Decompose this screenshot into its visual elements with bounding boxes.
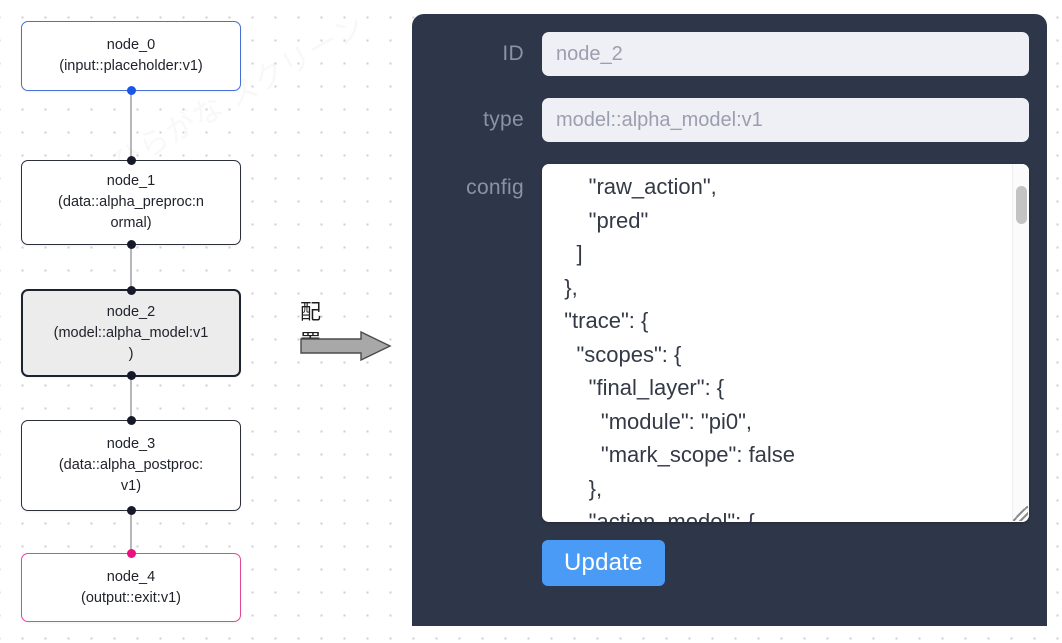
node-handle-top[interactable] <box>126 156 136 165</box>
type-input[interactable] <box>542 98 1029 142</box>
node-handle-top[interactable] <box>126 549 136 558</box>
edge-node3-node4 <box>130 511 132 553</box>
node-handle-bottom[interactable] <box>126 371 136 380</box>
node-label: node_0 (input::placeholder:v1) <box>59 37 203 74</box>
resize-handle-icon[interactable] <box>1013 506 1028 521</box>
config-scrollbar[interactable] <box>1012 164 1029 522</box>
graph-node-node_1[interactable]: node_1 (data::alpha_preproc:n ormal) <box>21 156 241 249</box>
node-config-panel: ID type config "raw_action", "pred" ] },… <box>412 14 1047 626</box>
config-textarea-wrapper: "raw_action", "pred" ] }, "trace": { "sc… <box>542 164 1029 522</box>
config-scrollbar-thumb[interactable] <box>1016 186 1027 224</box>
graph-node-node_4[interactable]: node_4 (output::exit:v1) <box>21 549 241 622</box>
node-label: node_3 (data::alpha_postproc: v1) <box>58 436 204 494</box>
field-row-type: type <box>430 98 1029 142</box>
edge-node1-node2 <box>130 245 132 289</box>
field-row-id: ID <box>430 32 1029 76</box>
edge-node0-node1 <box>130 90 132 160</box>
id-input[interactable] <box>542 32 1029 76</box>
update-button[interactable]: Update <box>542 540 665 586</box>
node-handle-bottom[interactable] <box>126 86 136 95</box>
edge-node2-node3 <box>130 377 132 420</box>
panel-actions: Update <box>430 540 1029 586</box>
graph-node-node_0[interactable]: node_0 (input::placeholder:v1) <box>21 21 241 95</box>
node-label: node_1 (data::alpha_preproc:n ormal) <box>58 173 204 231</box>
node-handle-bottom[interactable] <box>126 506 136 515</box>
field-row-config: config "raw_action", "pred" ] }, "trace"… <box>430 164 1029 522</box>
config-field-label: config <box>466 176 524 199</box>
graph-node-node_2[interactable]: node_2 (model::alpha_model:v1 ) <box>21 286 241 380</box>
node-label: node_2 (model::alpha_model:v1 ) <box>53 303 209 362</box>
graph-node-node_3[interactable]: node_3 (data::alpha_postproc: v1) <box>21 416 241 515</box>
node-label: node_4 (output::exit:v1) <box>81 568 181 606</box>
node-handle-top[interactable] <box>126 416 136 425</box>
id-field-label: ID <box>502 42 524 65</box>
config-textarea[interactable]: "raw_action", "pred" ] }, "trace": { "sc… <box>542 164 1013 522</box>
node-handle-top[interactable] <box>126 286 136 295</box>
node-handle-bottom[interactable] <box>126 240 136 249</box>
type-field-label: type <box>483 108 524 131</box>
right-arrow-icon <box>300 330 392 362</box>
